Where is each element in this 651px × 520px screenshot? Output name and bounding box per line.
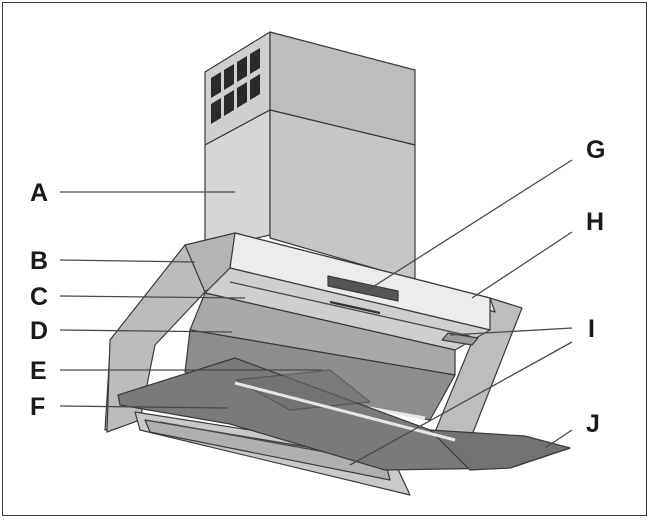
callout-b: B (30, 247, 48, 275)
leader-line-i2 (349, 341, 573, 466)
callout-a: A (30, 179, 48, 207)
callout-i: I (588, 315, 595, 343)
upper-chimney (204, 31, 416, 146)
lighting-strip (441, 332, 479, 346)
vent-grille-icon (211, 48, 260, 124)
leader-line-b (59, 259, 196, 263)
callout-g: G (586, 136, 605, 164)
callout-e: E (30, 357, 47, 385)
leader-line-i (449, 327, 573, 336)
left-side-panel-face (106, 244, 206, 433)
callout-c: C (30, 283, 48, 311)
leader-line-j (544, 429, 573, 449)
leader-lines (59, 159, 573, 466)
callout-f: F (30, 393, 45, 421)
leader-line-f (59, 405, 229, 409)
leader-line-g (367, 159, 573, 291)
deflector-glass-extension (429, 429, 571, 471)
leader-line-d (59, 329, 233, 333)
hood-body (104, 232, 571, 496)
lower-chimney (204, 109, 416, 281)
upper-led-strip (329, 300, 381, 315)
callout-labels: A B C D E F G H I J (30, 136, 605, 438)
upper-filter-seam (229, 281, 471, 337)
callout-d: D (30, 317, 48, 345)
leader-line-h (471, 231, 573, 299)
deflector-glass-shadow (235, 369, 371, 411)
callout-h: H (586, 208, 604, 236)
callout-j: J (586, 410, 600, 438)
leader-line-c (59, 295, 246, 299)
deflector-glass-reflection (234, 381, 456, 442)
diagram-frame (2, 2, 647, 516)
